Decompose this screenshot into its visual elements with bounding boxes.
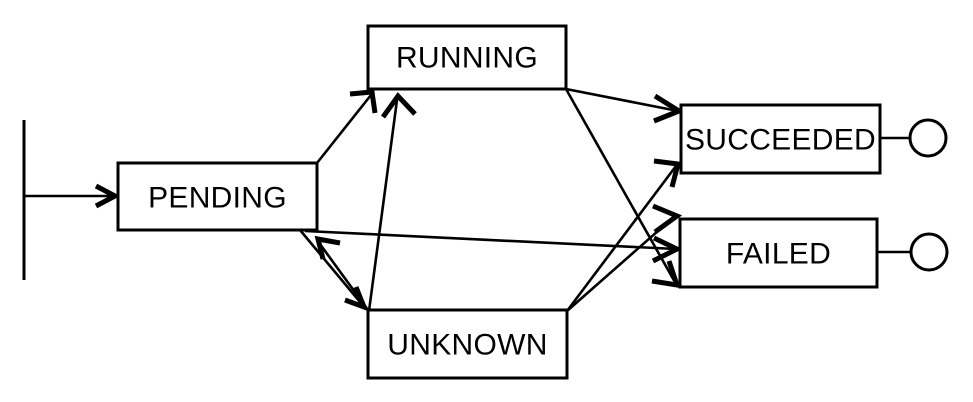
terminal-circle-icon [908, 118, 948, 158]
arrowhead-icon [314, 235, 341, 260]
transition-pending-to-failed [304, 229, 683, 264]
arrowhead-icon [344, 286, 369, 312]
transition-start-to-pending [24, 183, 121, 209]
state-box[interactable] [366, 308, 569, 380]
transition-running-to-failed [564, 88, 681, 289]
edge-line [367, 99, 399, 312]
edge-line [299, 229, 366, 309]
state-box[interactable] [116, 161, 319, 232]
state-box[interactable] [366, 24, 568, 91]
state-unknown[interactable]: UNKNOWN [366, 308, 569, 380]
state-label: PENDING [148, 182, 287, 215]
arrowhead-icon [653, 93, 685, 124]
arrowhead-icon [651, 260, 681, 289]
transition-unknown-to-pending [314, 235, 370, 311]
transition-pending-to-unknown [299, 229, 369, 312]
state-succeeded[interactable]: SUCCEEDED [679, 103, 882, 175]
state-label: SUCCEEDED [685, 124, 876, 157]
state-label: UNKNOWN [387, 329, 547, 362]
transition-unknown-to-failed [566, 203, 683, 312]
transition-unknown-to-running [367, 92, 417, 312]
transition-pending-to-running [315, 89, 378, 164]
transition-unknown-to-succeeded [565, 158, 682, 312]
edge-line [565, 87, 679, 113]
edge-line [315, 94, 373, 164]
state-pending[interactable]: PENDING [116, 161, 319, 232]
edge-line [564, 88, 678, 285]
failed-terminal-marker [877, 232, 949, 272]
terminal-circle-icon [909, 232, 949, 272]
state-label: FAILED [726, 238, 831, 271]
arrowhead-icon [653, 158, 682, 188]
arrowhead-icon [94, 183, 121, 209]
arrowhead-icon [380, 92, 417, 119]
edge-line [315, 239, 370, 311]
edge-line [304, 229, 677, 251]
arrowhead-icon [349, 89, 378, 114]
succeeded-terminal-marker [880, 118, 948, 158]
state-box[interactable] [678, 217, 879, 289]
state-failed[interactable]: FAILED [678, 217, 879, 289]
edge-line [565, 165, 678, 312]
state-label: RUNNING [396, 42, 538, 75]
state-box[interactable] [679, 103, 882, 175]
arrowhead-icon [652, 203, 683, 235]
state-running[interactable]: RUNNING [366, 24, 568, 91]
transition-running-to-succeeded [565, 87, 685, 124]
